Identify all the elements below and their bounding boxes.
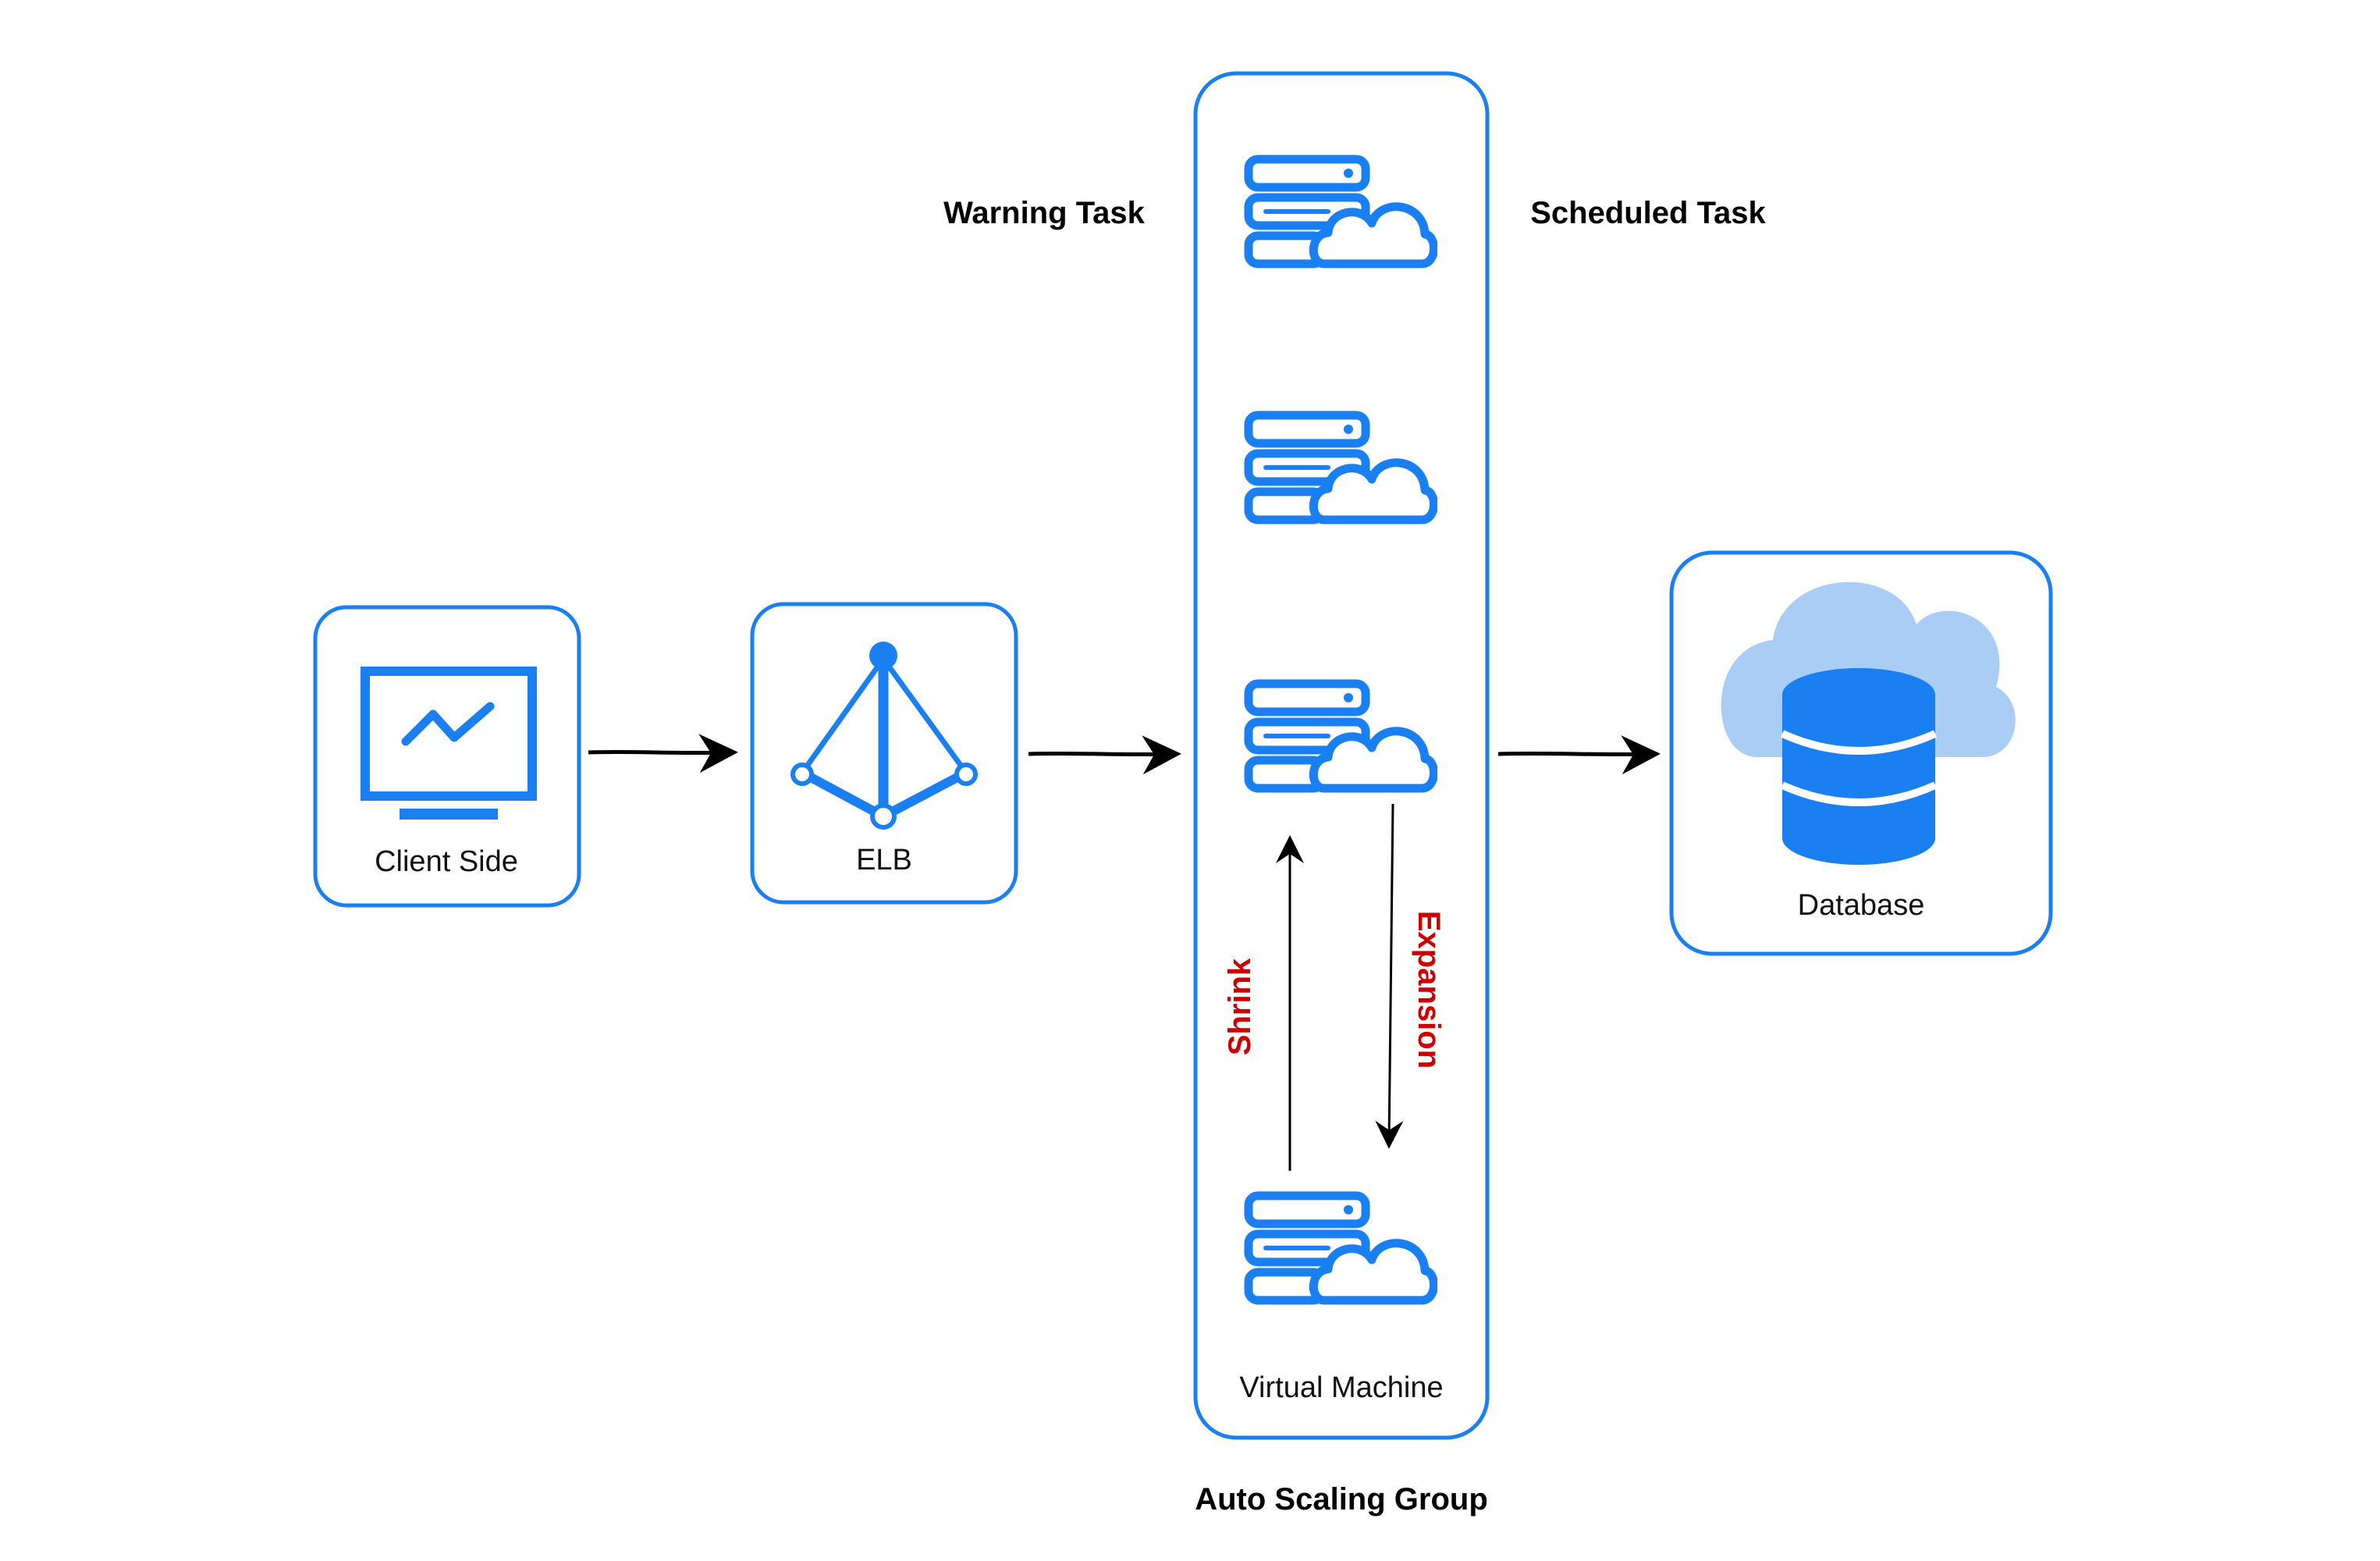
client-side-label: Client Side [375, 845, 518, 878]
scheduled-task-label: Scheduled Task [1530, 196, 1766, 230]
auto-scaling-group-title: Auto Scaling Group [1195, 1482, 1488, 1517]
arrow-elb-to-asg [1028, 735, 1181, 775]
load-balancer-icon [790, 642, 978, 830]
monitor-chart-icon [361, 667, 537, 820]
expansion-arrow [1375, 803, 1404, 1149]
expansion-label: Expansion [1412, 911, 1446, 1069]
cloud-database-icon [1721, 581, 2016, 865]
client-side-box [313, 605, 581, 908]
database-label: Database [1798, 889, 1925, 922]
arrow-asg-to-database [1497, 735, 1661, 775]
warning-task-label: Warning Task [943, 196, 1146, 230]
client-side-node[interactable]: Client Side [313, 605, 581, 908]
database-node[interactable]: Database [1669, 550, 2053, 956]
elb-node[interactable]: ELB [750, 602, 1018, 905]
elb-label: ELB [856, 844, 912, 877]
auto-scaling-group-node[interactable]: Shrink Expansion Virtual Machine [1193, 71, 1490, 1440]
shrink-label: Shrink [1223, 958, 1257, 1055]
virtual-machine-label: Virtual Machine [1239, 1371, 1443, 1404]
